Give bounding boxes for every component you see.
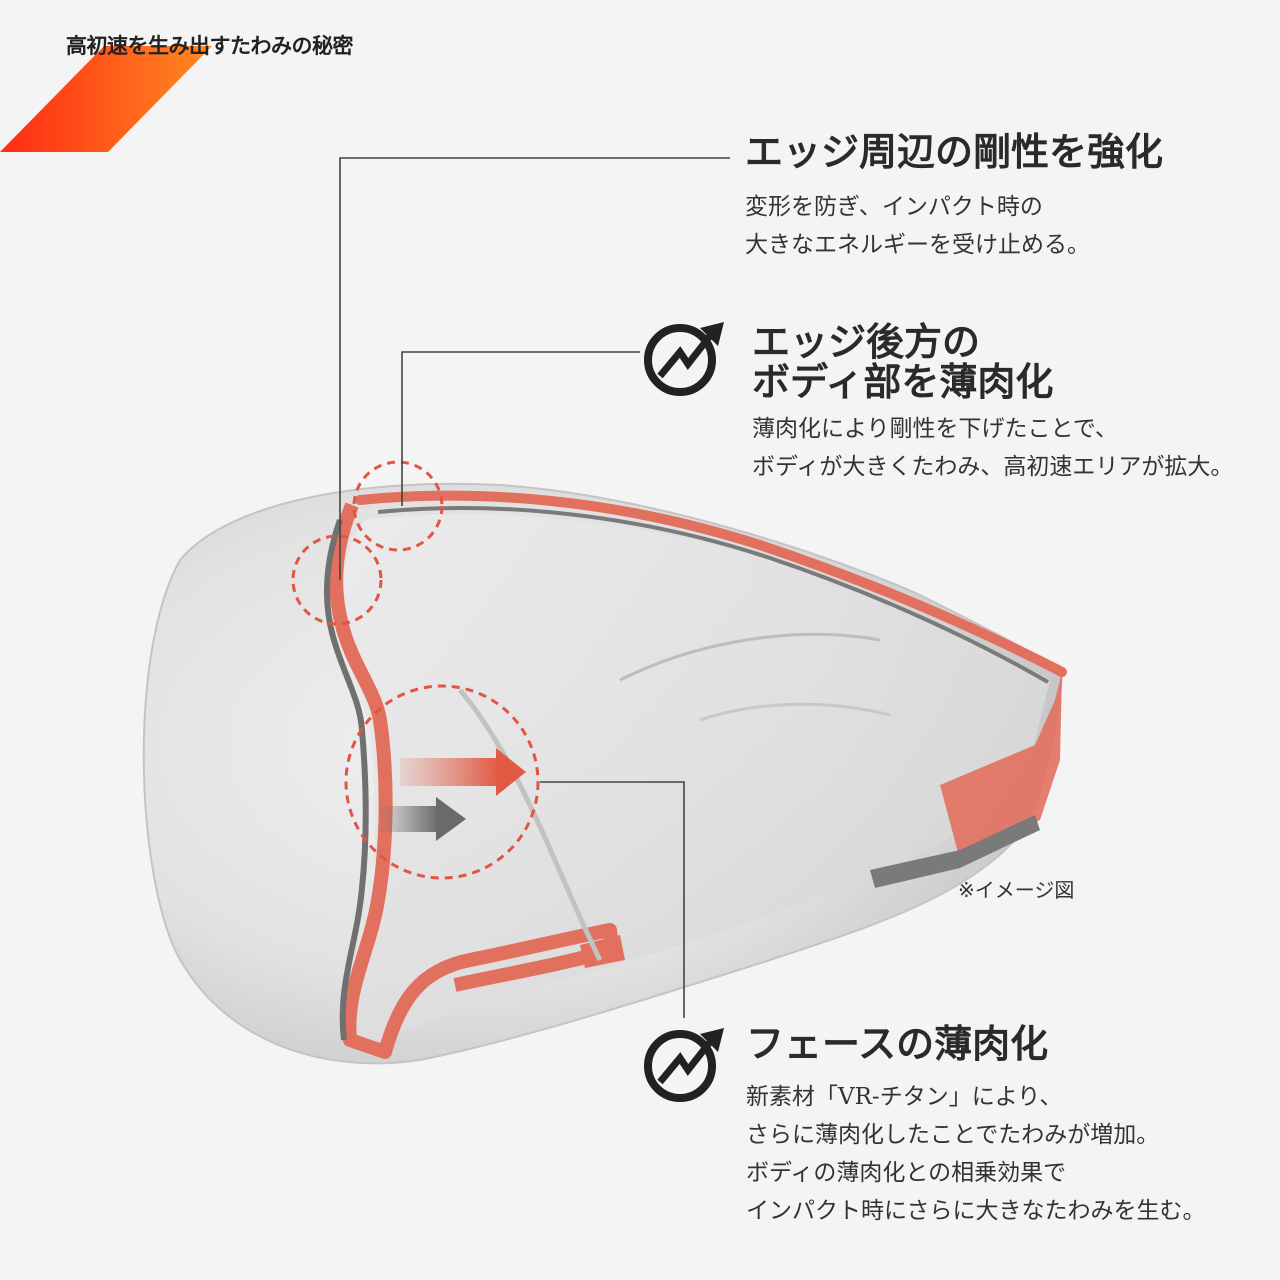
leader-line-face (540, 781, 685, 1018)
page-title: 高初速を生み出すたわみの秘密 (66, 34, 354, 58)
speed-arrow-icon (644, 1028, 724, 1102)
rear-highlight-block (940, 672, 1062, 860)
callout-body: 薄肉化により剛性を下げたことで、 ボディが大きくたわみ、高初速エリアが拡大。 (752, 410, 1233, 486)
callout-title: エッジ周辺の剛性を強化 (745, 129, 1164, 174)
callout-body-line: ボディが大きくたわみ、高初速エリアが拡大。 (752, 454, 1234, 480)
callout-title-line: エッジ後方の (752, 319, 981, 364)
crown-edge-dashed-circle (352, 460, 444, 552)
body-flex-gray-arrow (380, 797, 466, 841)
callout-body-line: ボディの薄肉化との相乗効果で (746, 1160, 1067, 1186)
callout-title: フェースの薄肉化 (746, 1021, 1049, 1066)
leader-line-edge (339, 157, 730, 580)
face-flex-red-arrow (400, 748, 526, 796)
image-note: ※イメージ図 (958, 878, 1075, 902)
callout-rear-thin: エッジ後方の ボディ部を薄肉化 薄肉化により剛性を下げたことで、 ボディが大きく… (752, 322, 1233, 486)
callout-body-line: 変形を防ぎ、インパクト時の (745, 194, 1043, 220)
callout-edge-rigidity: エッジ周辺の剛性を強化 変形を防ぎ、インパクト時の 大きなエネルギーを受け止める… (745, 132, 1163, 264)
header-accent-stripe (0, 46, 212, 152)
callout-face-thin: フェースの薄肉化 新素材「VR-チタン」により、 さらに薄肉化したことでたわみが… (746, 1024, 1206, 1230)
callout-title: エッジ後方の ボディ部を薄肉化 (752, 322, 1233, 402)
leader-line-rear (401, 351, 640, 506)
speed-arrow-icon (644, 322, 724, 396)
club-head-cavity (337, 514, 1051, 1045)
callout-body-line: インパクト時にさらに大きなたわみを生む。 (746, 1198, 1206, 1224)
callout-body: 変形を防ぎ、インパクト時の 大きなエネルギーを受け止める。 (745, 188, 1163, 264)
crown-wall-highlight (355, 490, 1067, 677)
callout-body: 新素材「VR-チタン」により、 さらに薄肉化したことでたわみが増加。 ボディの薄… (746, 1078, 1206, 1230)
callout-body-line: 薄肉化により剛性を下げたことで、 (752, 416, 1118, 442)
face-center-dashed-circle (344, 684, 540, 880)
callout-body-line: 大きなエネルギーを受け止める。 (745, 232, 1090, 258)
callout-body-line: 新素材「VR-チタン」により、 (746, 1084, 1063, 1110)
upper-edge-dashed-circle (291, 534, 383, 626)
callout-title-line: ボディ部を薄肉化 (752, 359, 1054, 404)
callout-body-line: さらに薄肉化したことでたわみが増加。 (746, 1122, 1160, 1148)
face-wall-highlight (329, 502, 619, 1059)
